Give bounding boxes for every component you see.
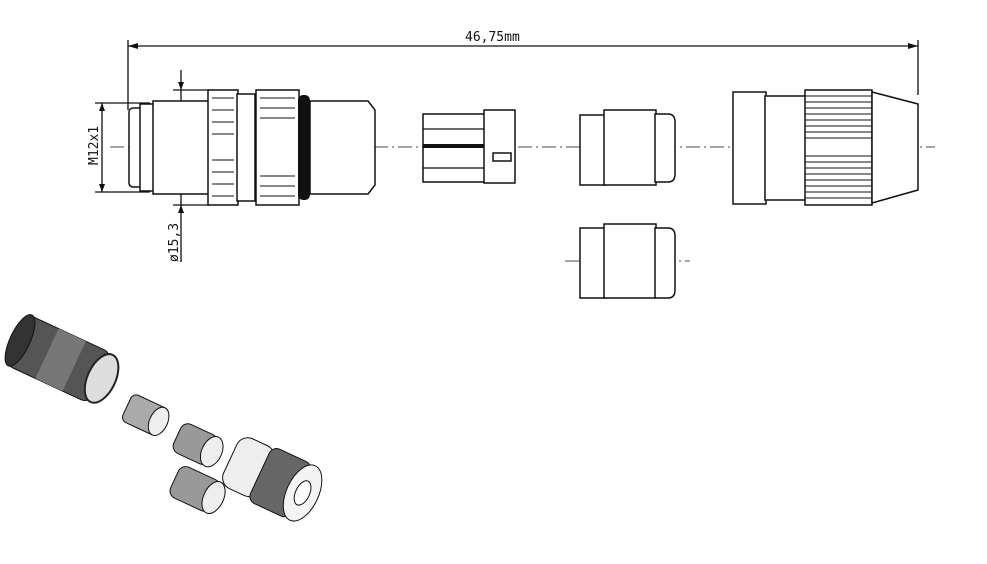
cable-clamp-alt [579, 223, 676, 299]
thread-label: M12x1 [87, 126, 102, 165]
cable-clamp [579, 109, 676, 186]
exploded-3d-view [4, 314, 323, 522]
contact-insert [422, 109, 516, 184]
dimension-overall-length: 46,75mm [127, 30, 919, 110]
diameter-label: ø15,3 [167, 223, 182, 262]
dimension-thread: M12x1 [87, 102, 150, 193]
connector-plug-body [128, 89, 376, 206]
overall-length-label: 46,75mm [465, 30, 520, 45]
housing-nut [732, 89, 919, 206]
